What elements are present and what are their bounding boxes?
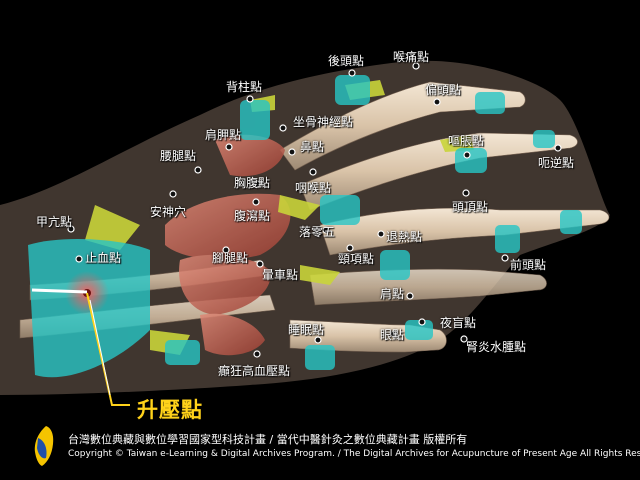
label-fuxie: 腹瀉點 (234, 209, 271, 223)
hand-muscles (165, 134, 291, 356)
label-zhixue: 止血點 (85, 251, 122, 265)
label-yanhou: 咽喉點 (295, 181, 332, 195)
label-qiantou: 前頭點 (510, 258, 547, 272)
highlight-leader-line (86, 292, 130, 406)
label-anshen: 安神穴 (150, 205, 187, 219)
label-zuogu: 坐骨神經點 (293, 115, 354, 129)
label-yan: 眼點 (380, 328, 405, 342)
footer-copyright-en: Copyright © Taiwan e-Learning & Digital … (68, 449, 640, 459)
taiwan-logo-icon (34, 426, 54, 466)
highlight-point-label: 升壓點 (137, 398, 203, 422)
label-dianjuang: 癲狂高血壓點 (218, 364, 291, 378)
label-shenyan: 腎炎水腫點 (466, 340, 527, 354)
label-piantou: 偏頭點 (425, 83, 462, 97)
label-yemang: 夜盲點 (440, 316, 477, 330)
label-yunche: 暈車點 (262, 268, 299, 282)
label-tuire: 退熱點 (386, 230, 423, 244)
label-houtong: 喉痛點 (393, 50, 430, 64)
label-shuimian: 睡眠點 (288, 323, 325, 337)
label-bi: 鼻點 (300, 140, 325, 154)
label-jian: 肩點 (380, 287, 405, 301)
label-outu: 嘔脹點 (448, 134, 485, 148)
label-yaotui: 腰腿點 (160, 149, 197, 163)
label-xiongfu: 胸腹點 (234, 176, 271, 190)
label-luozhen: 落零五 (299, 225, 336, 239)
label-houtou: 後頭點 (328, 54, 365, 68)
point-markers (67, 62, 562, 358)
label-jingding: 頸項點 (338, 252, 375, 266)
label-jiayuan: 甲亢點 (36, 215, 73, 229)
label-jiangu: 肩胛點 (205, 128, 242, 142)
label-eni: 呃逆點 (538, 156, 575, 170)
label-dingtou: 頭頂點 (452, 200, 489, 214)
label-beizhu: 背柱點 (226, 80, 263, 94)
footer-copyright-zh: 台灣數位典藏與數位學習國家型科技計畫 / 當代中醫針灸之數位典藏計畫 版權所有 (68, 433, 468, 446)
label-zutui: 腳腿點 (212, 251, 249, 265)
